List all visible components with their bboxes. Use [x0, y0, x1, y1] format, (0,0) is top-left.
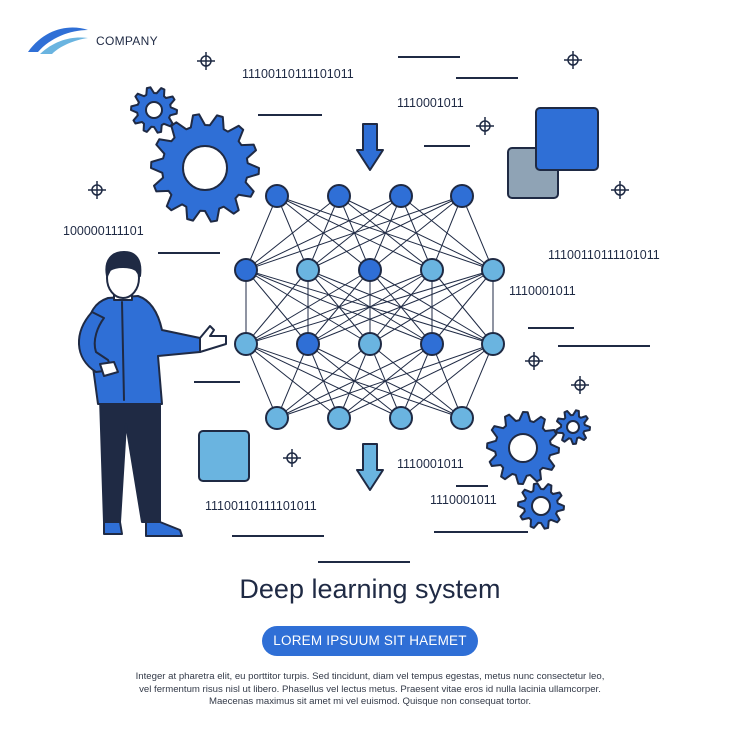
description-text: Integer at pharetra elit, eu porttitor t…: [100, 671, 640, 709]
network-edge: [369, 269, 494, 345]
binary-label: 11100110111101011: [548, 248, 660, 262]
network-edge: [276, 343, 309, 419]
binary-label: 1110001011: [397, 457, 464, 471]
company-name: COMPANY: [96, 34, 158, 48]
description-line: Maecenas maximus sit amet mi vel euismod…: [208, 696, 532, 707]
network-node: [234, 258, 258, 282]
arrow-down-icon: [356, 123, 384, 171]
network-node: [420, 332, 444, 356]
gear-icon: [555, 409, 591, 445]
network-edge: [245, 195, 340, 271]
network-edge: [307, 269, 494, 345]
binary-label: 1110001011: [397, 96, 464, 110]
gear-icon: [486, 411, 560, 485]
network-node: [358, 332, 382, 356]
network-edge: [245, 269, 433, 345]
crosshair-icons: [88, 51, 629, 467]
description-line: Integer at pharetra elit, eu porttitor t…: [135, 671, 605, 682]
network-edge: [245, 269, 309, 345]
network-nodes: [234, 184, 505, 430]
network-node: [358, 258, 382, 282]
network-edge: [276, 343, 433, 419]
network-edge: [245, 269, 371, 345]
decor-lines: [158, 56, 650, 563]
network-edge: [431, 269, 494, 345]
network-edge: [245, 195, 402, 271]
arrow-down-icon: [356, 443, 384, 491]
network-edge: [276, 343, 494, 419]
binary-label: 11100110111101011: [242, 67, 354, 81]
gear-icons: [130, 86, 591, 530]
network-edge: [245, 269, 494, 345]
network-edge: [461, 343, 494, 419]
network-edge: [400, 343, 494, 419]
network-connections: [245, 195, 494, 419]
network-edge: [245, 343, 278, 419]
cta-button[interactable]: LOREM IPSUUM SIT HAEMET: [262, 626, 478, 656]
network-edge: [245, 195, 463, 271]
network-edge: [369, 195, 463, 271]
network-node: [265, 184, 289, 208]
binary-label: 1110001011: [509, 284, 576, 298]
network-node: [450, 406, 474, 430]
network-edge: [307, 195, 463, 271]
network-node: [327, 406, 351, 430]
presenter-figure: [78, 251, 227, 537]
network-node: [389, 406, 413, 430]
description-line: vel fermentum risus nisl ut libero. Phas…: [139, 683, 601, 695]
gear-icon: [517, 482, 565, 530]
network-edge: [276, 343, 371, 419]
page-title: Deep learning system: [239, 574, 501, 604]
network-edge: [431, 195, 463, 271]
network-node: [296, 332, 320, 356]
wave-logo-icon: [28, 27, 88, 54]
network-node: [265, 406, 289, 430]
network-edge: [461, 195, 494, 271]
network-node: [481, 258, 505, 282]
network-node: [234, 332, 258, 356]
network-node: [327, 184, 351, 208]
network-node: [481, 332, 505, 356]
binary-label: 100000111101: [63, 224, 144, 238]
network-edge: [338, 343, 494, 419]
gear-icon: [130, 86, 178, 134]
blue-square: [535, 107, 599, 171]
binary-label: 1110001011: [430, 493, 497, 507]
binary-label: 11100110111101011: [205, 499, 317, 513]
light-blue-square: [198, 430, 250, 482]
network-node: [420, 258, 444, 282]
network-edge: [245, 195, 278, 271]
network-node: [389, 184, 413, 208]
gear-icon: [150, 113, 260, 223]
network-node: [296, 258, 320, 282]
network-node: [450, 184, 474, 208]
